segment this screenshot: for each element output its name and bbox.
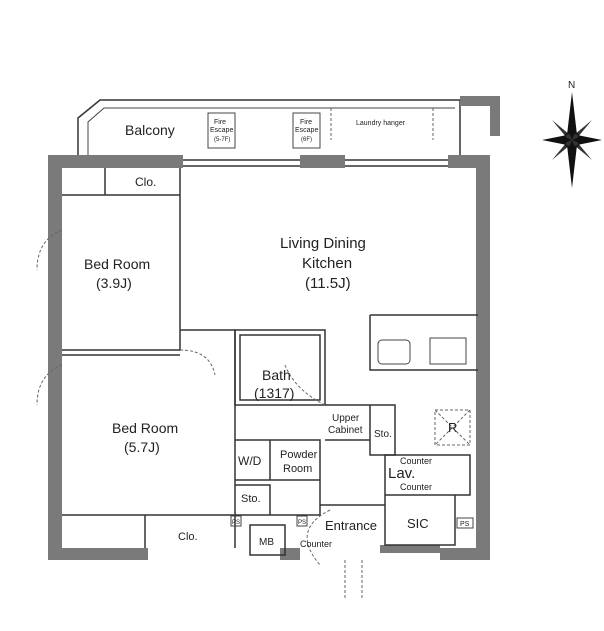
svg-text:Fire: Fire: [214, 119, 226, 126]
svg-text:(5-7F): (5-7F): [214, 137, 230, 143]
partitions: [36, 168, 478, 600]
bedroom1-name: Bed Room: [84, 256, 150, 272]
fire-escape-2: Fire Escape (6F): [292, 112, 321, 149]
balcony-label: Balcony: [125, 122, 175, 138]
bedroom2-size: (5.7J): [124, 439, 160, 455]
svg-text:Fire: Fire: [300, 119, 312, 126]
ldk-size: (11.5J): [305, 275, 351, 292]
svg-text:Escape: Escape: [210, 127, 233, 134]
upper-cabinet-line2: Cabinet: [328, 425, 363, 436]
powder-room-line1: Powder: [280, 449, 318, 461]
lav-label: Lav.: [388, 465, 415, 482]
storage-low-label: Sto.: [241, 493, 261, 505]
svg-text:Escape: Escape: [295, 127, 318, 134]
fridge-label: R: [448, 420, 457, 435]
sic-label: SIC: [407, 516, 429, 531]
powder-room-line2: Room: [283, 463, 312, 475]
bath-name: Bath: [262, 367, 291, 383]
ps-label-2: PS: [298, 520, 306, 526]
storage-mid-label: Sto.: [374, 429, 392, 440]
balcony: Balcony Laundry hanger: [77, 96, 500, 155]
upper-cabinet-line1: Upper: [332, 413, 360, 424]
laundry-hanger-label: Laundry hanger: [356, 120, 406, 127]
lav-counter-top: Counter: [400, 456, 432, 466]
mb-label: MB: [259, 537, 274, 548]
closet-top-label: Clo.: [135, 175, 156, 189]
bedroom2-name: Bed Room: [112, 420, 178, 436]
entrance-counter-label: Counter: [300, 539, 332, 549]
entrance-label: Entrance: [325, 518, 377, 533]
ldk-name-line2: Kitchen: [302, 255, 352, 272]
wd-label: W/D: [238, 454, 262, 468]
lav-counter-bottom: Counter: [400, 482, 432, 492]
closet-bottom-label: Clo.: [178, 531, 198, 543]
outer-walls: [48, 155, 490, 560]
ps-label-1: PS: [232, 520, 240, 526]
bath-size: (1317): [254, 385, 294, 401]
compass-rose-icon: N: [542, 80, 602, 188]
svg-text:(6F): (6F): [301, 137, 312, 143]
ps-label-3: PS: [460, 521, 470, 528]
ldk-name-line1: Living Dining: [280, 235, 366, 252]
bedroom1-size: (3.9J): [96, 275, 132, 291]
fire-escape-1: Fire Escape (5-7F): [207, 112, 236, 149]
compass-north-label: N: [568, 80, 575, 91]
